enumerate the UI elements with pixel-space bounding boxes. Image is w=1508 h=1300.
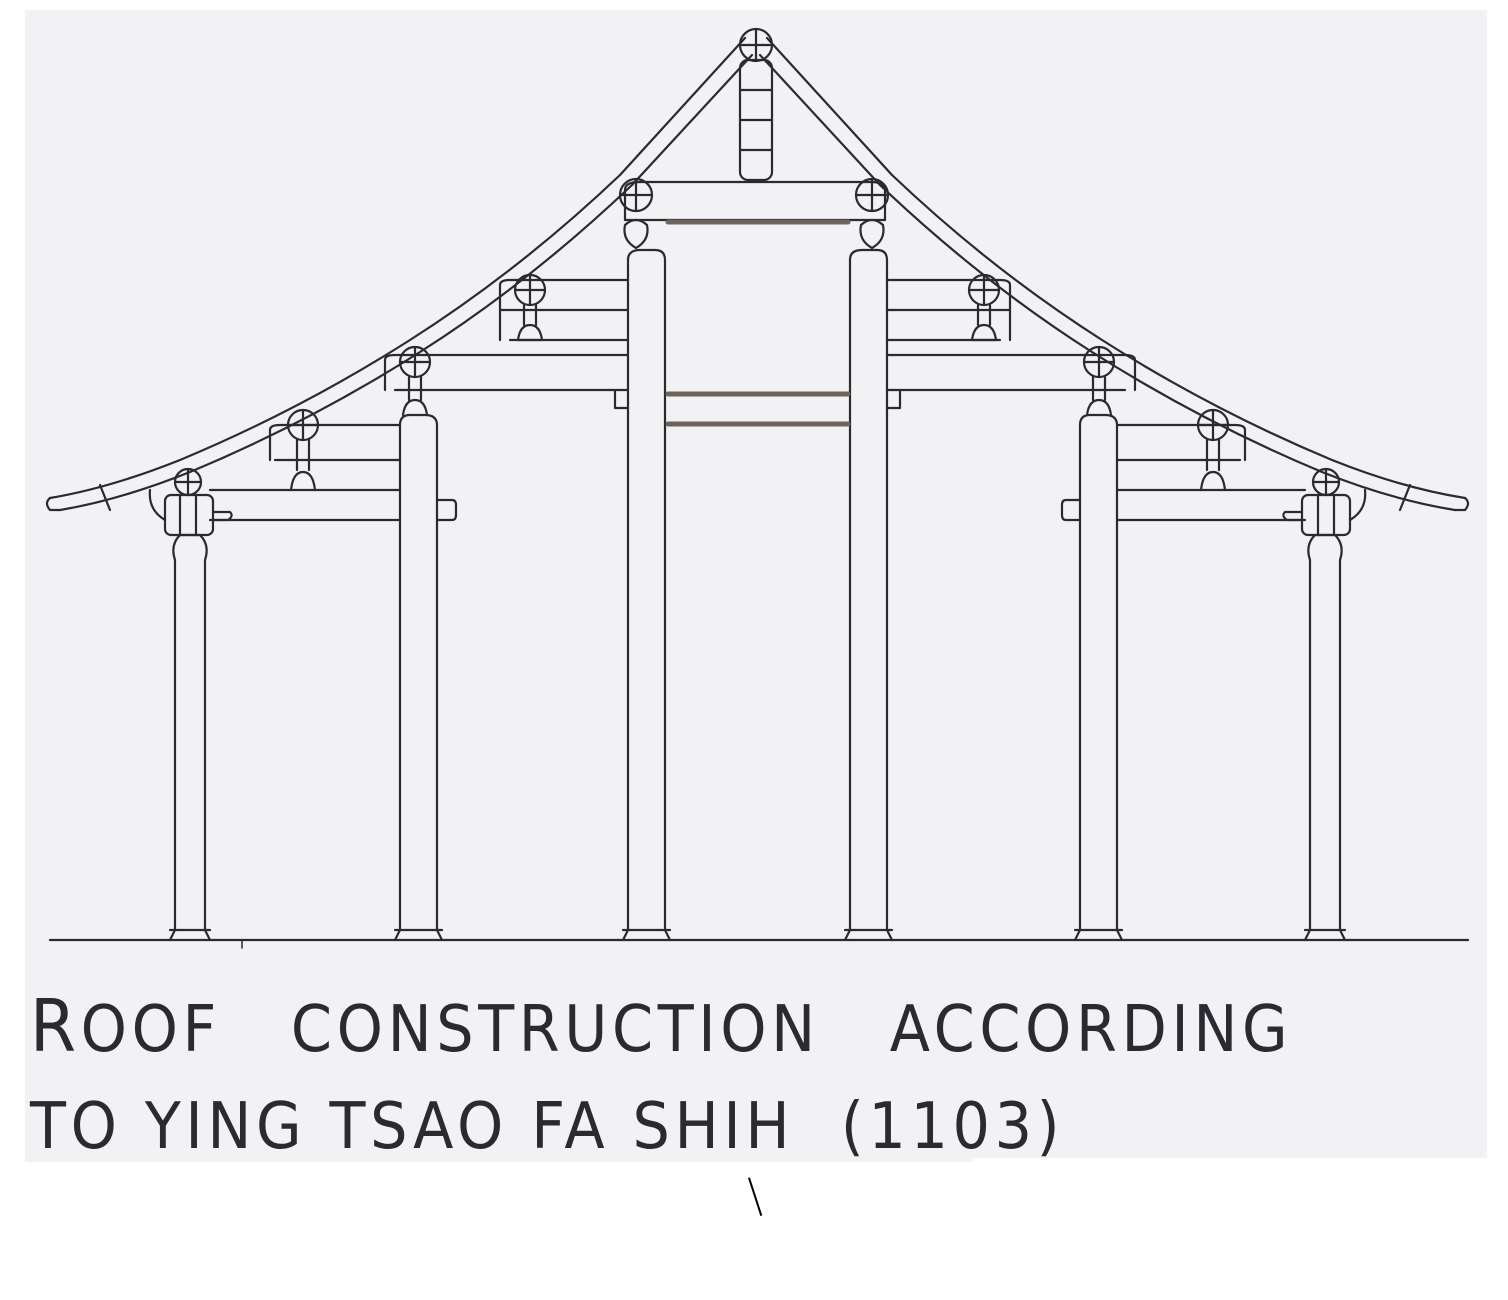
- beam-right-lower-upper: [1115, 423, 1247, 462]
- purlin-left-3: [398, 345, 432, 417]
- eave-tip-right: [1453, 496, 1470, 512]
- caption-initial: R: [30, 984, 81, 1068]
- column-inner-left: [393, 413, 444, 942]
- roof-rafter-left-inner: [58, 53, 754, 512]
- purlin-right-4: [1196, 408, 1230, 492]
- column-outer-right: [1303, 533, 1347, 942]
- roof-rafter-left-outer: [48, 36, 747, 500]
- purlin-right-1: [854, 177, 890, 250]
- eave-bracket-left: [148, 467, 233, 537]
- beam-right-lower: [1060, 488, 1307, 522]
- scanned-page-background: [25, 10, 1487, 1158]
- beam-left-lower: [208, 488, 458, 522]
- purlin-right-3: [1082, 345, 1116, 417]
- ridge-king-post: [738, 58, 774, 182]
- purlin-right-2: [967, 273, 1001, 342]
- beam-left-main: [383, 353, 630, 410]
- scanned-page-edge: [25, 1152, 973, 1162]
- eave-tip-left: [45, 496, 62, 512]
- caption-line-1: ROOF CONSTRUCTION ACCORDING: [30, 990, 1292, 1062]
- column-center-left: [621, 248, 672, 942]
- caption-line-2: TO YING TSAO FA SHIH (1103): [30, 1090, 1065, 1164]
- caption-line-1-text: OOF CONSTRUCTION ACCORDING: [80, 993, 1293, 1067]
- top-tie-beam: [623, 180, 887, 222]
- roof-rafter-right-outer: [765, 36, 1467, 500]
- column-inner-right: [1073, 413, 1124, 942]
- column-outer-left: [168, 533, 212, 942]
- purlin-left-4: [286, 408, 320, 492]
- eave-bracket-right: [1282, 467, 1367, 537]
- roof-rafter-right-inner: [758, 53, 1457, 512]
- beam-left-lower-upper: [268, 423, 402, 462]
- purlin-left-2: [513, 273, 547, 342]
- column-center-right: [843, 248, 894, 942]
- ridge-purlin: [738, 27, 774, 63]
